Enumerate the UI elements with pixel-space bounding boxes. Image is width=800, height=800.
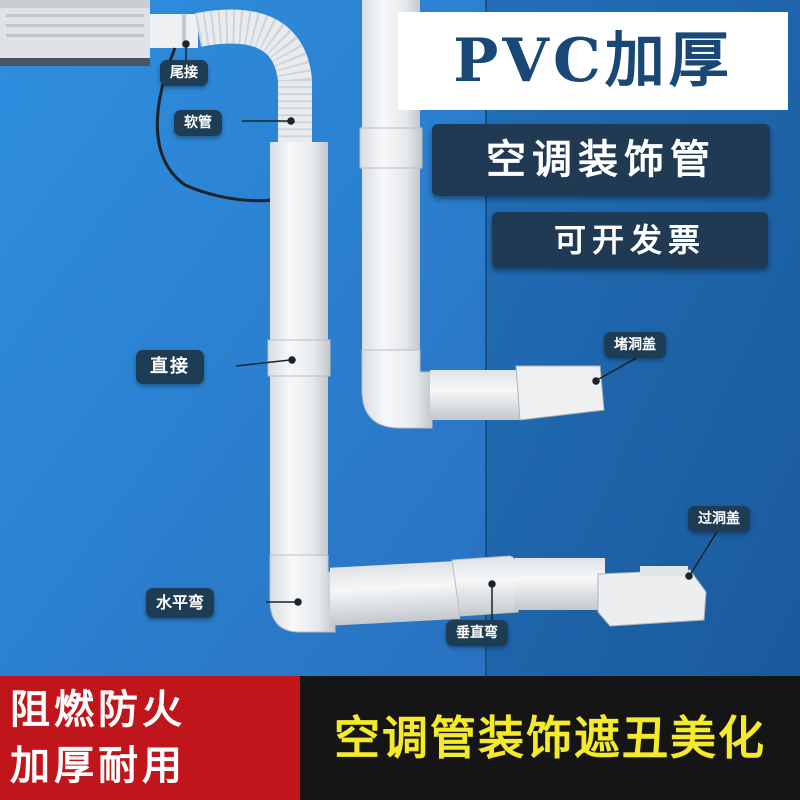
headline-subtitle-product: 空调装饰管 (432, 124, 770, 196)
pass-hole-cover (597, 569, 707, 627)
callout-horizontal-elbow: 水平弯 (146, 588, 215, 618)
feature-line-fireproof: 阻燃防火 (10, 687, 186, 733)
straight-joint (267, 339, 331, 377)
ac-unit (0, 0, 198, 66)
callout-tail-connector: 尾接 (160, 60, 208, 86)
callout-flex-hose: 软管 (174, 110, 222, 136)
callout-hole-cover: 堵洞盖 (604, 332, 666, 358)
callout-straight-joint: 直接 (136, 350, 204, 384)
bottom-pipe-2 (515, 558, 605, 610)
hole-cover (515, 365, 605, 421)
headline-subtitle-invoice: 可开发票 (492, 212, 768, 268)
headline-title: PVC加厚 (398, 12, 788, 110)
callout-pass-hole-cover: 过洞盖 (688, 506, 750, 532)
feature-badge: 阻燃防火 加厚耐用 (0, 676, 300, 800)
bottom-pipe-1 (330, 560, 460, 626)
horizontal-elbow (269, 554, 336, 633)
vertical-elbow (451, 555, 521, 617)
callout-vertical-elbow: 垂直弯 (446, 620, 508, 646)
slogan: 空调管装饰遮丑美化 (334, 711, 766, 765)
wall-pipe (430, 370, 520, 420)
feature-line-durable: 加厚耐用 (10, 743, 186, 789)
